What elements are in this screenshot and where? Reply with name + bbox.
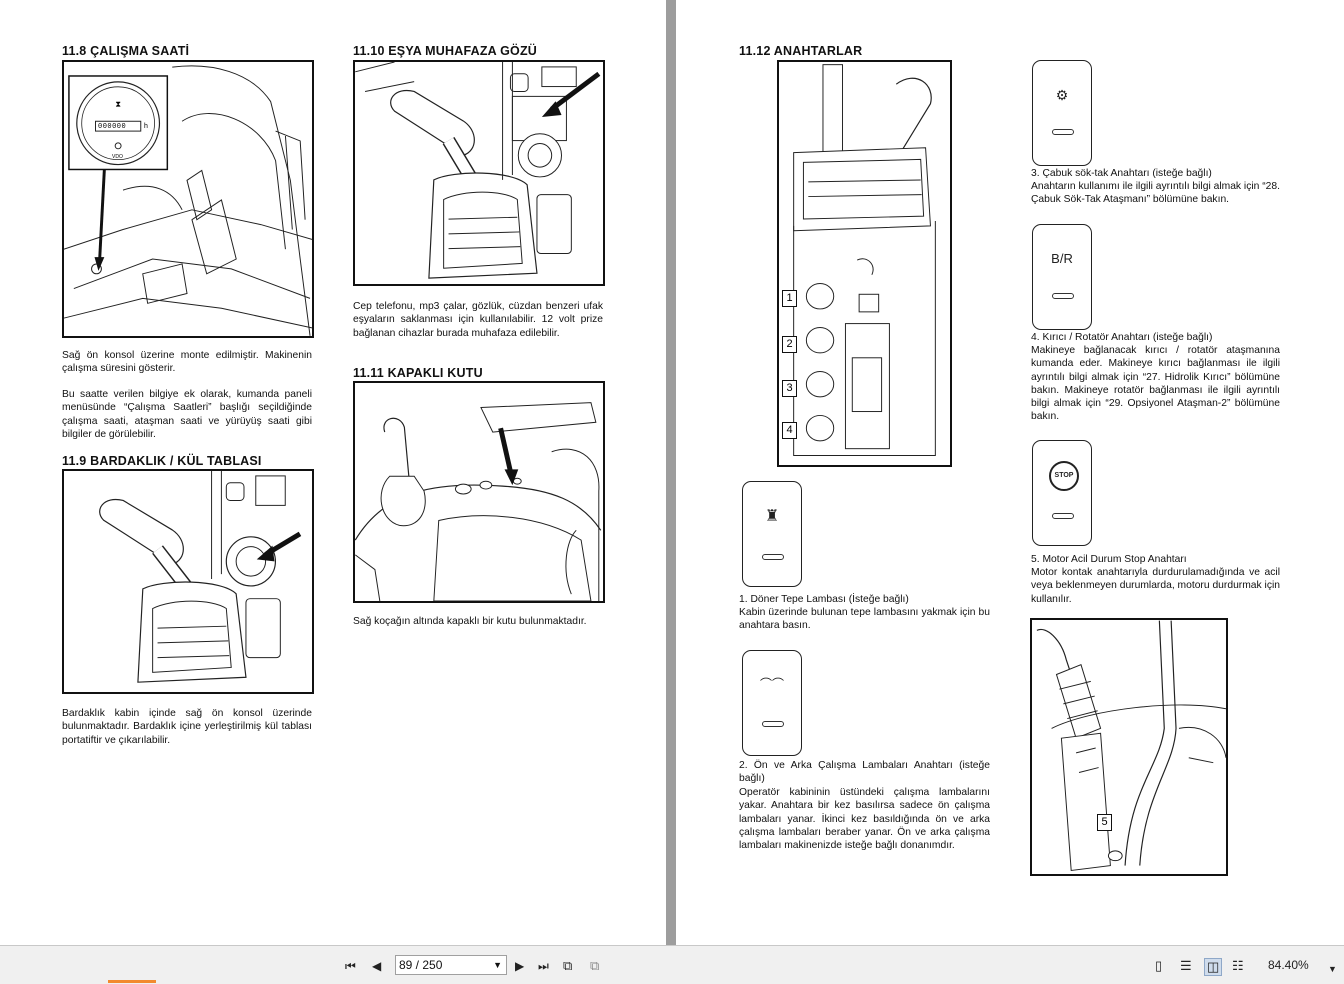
hour-meter-figure: ⧗ 000000 h VDO [62,60,314,338]
zoom-dropdown-icon[interactable]: ▼ [1328,964,1337,974]
progress-strip [108,980,156,983]
paragraph-11-10: Cep telefonu, mp3 çalar, gözlük, cüzdan … [353,301,603,339]
two-page-continuous-icon[interactable]: ☷ [1232,958,1244,973]
switch-panel-figure: 1 2 3 4 [777,60,952,467]
switch-indicator [1052,129,1074,135]
switch-5-title: 5. Motor Acil Durum Stop Anahtarı [1031,554,1187,565]
zoom-level[interactable]: 84.40% [1268,958,1309,972]
switch-2-title: 2. Ön ve Arka Çalışma Lambaları Anahtarı… [739,760,990,785]
work-lights-icon: ⌒⌒ [759,677,785,691]
switch-3-title: 3. Çabuk sök-tak Anahtarı (isteğe bağlı) [1031,168,1212,179]
switch-5-text: Motor kontak anahtarıyla durdurulamadığı… [1031,567,1280,605]
callout-1: 1 [782,290,797,307]
heading-11-8: 11.8 ÇALIŞMA SAATİ [62,44,190,58]
work-lights-switch: ⌒⌒ [742,650,802,756]
hour-meter-unit: h [144,123,148,130]
previous-page-button[interactable]: ◀ [372,959,382,973]
quick-coupler-icon: ⚙ [1055,87,1069,103]
stop-label: STOP [1049,461,1079,491]
page-number-field[interactable]: 89 / 250 ▼ [395,955,507,975]
beacon-switch: ♜ [742,481,802,587]
callout-5: 5 [1097,814,1112,831]
page-number-value: 89 / 250 [399,958,443,972]
document-page-right: 11.12 ANAHTARLAR 1 2 3 4 ♜ 1. Döner Tepe… [676,0,1344,945]
first-page-button[interactable]: ⏮ [345,959,356,973]
switch-indicator [1052,293,1074,299]
switch-2-text: Operatör kabininin üstündeki çalışma lam… [739,787,990,852]
breaker-rotator-switch: B/R [1032,224,1092,330]
go-forward-icon[interactable]: ⧉ [590,958,600,973]
emergency-stop-switch: STOP [1032,440,1092,546]
pdf-viewer-toolbar [0,945,1344,984]
heading-11-10: 11.10 EŞYA MUHAFAZA GÖZÜ [353,44,538,58]
callout-2: 2 [782,336,797,353]
continuous-view-icon[interactable]: ☰ [1180,958,1192,973]
switch-4-text: Makineye bağlanacak kırıcı / rotatör ata… [1031,345,1280,423]
breaker-rotator-label: B/R [1051,251,1073,266]
go-back-icon[interactable]: ⧉ [563,958,573,973]
paragraph-11-11: Sağ koçağın altında kapaklı bir kutu bul… [353,616,587,627]
switch-indicator [1052,513,1074,519]
paragraph-11-9: Bardaklık kabin içinde sağ ön konsol üze… [62,708,312,746]
quick-coupler-switch: ⚙ [1032,60,1092,166]
paragraph-11-8-b: Bu saatte verilen bilgiye ek olarak, kum… [62,389,312,440]
chevron-down-icon[interactable]: ▼ [493,960,502,970]
single-page-view-icon[interactable]: ▯ [1155,958,1163,973]
next-page-button[interactable]: ▶ [515,959,525,973]
document-page-left: 11.8 ÇALIŞMA SAATİ ⧗ 000000 h VDO Sağ ön… [0,0,666,945]
two-page-view-icon[interactable]: ◫ [1204,958,1223,976]
heading-11-11: 11.11 KAPAKLI KUTU [353,366,483,380]
callout-3: 3 [782,380,797,397]
hour-meter-brand: VDO [112,154,123,160]
switch-indicator [762,554,784,560]
switch-1-title: 1. Döner Tepe Lambası (İsteğe bağlı) [739,594,909,605]
switch-1-text: Kabin üzerinde bulunan tepe lambasını ya… [739,607,990,632]
callout-4: 4 [782,422,797,439]
emergency-stop-location-figure: 5 [1030,618,1228,876]
beacon-icon: ♜ [764,508,780,525]
hour-meter-digits: 000000 [98,123,127,131]
heading-11-12: 11.12 ANAHTARLAR [739,44,863,58]
switch-3-text: Anahtarın kullanımı ile ilgili ayrıntılı… [1031,181,1280,206]
cup-holder-figure [62,469,314,694]
last-page-button[interactable]: ⏭ [538,959,549,973]
paragraph-11-8-a: Sağ ön konsol üzerine monte edilmiştir. … [62,350,312,375]
heading-11-9: 11.9 BARDAKLIK / KÜL TABLASI [62,454,262,468]
switch-indicator [762,721,784,727]
switch-4-title: 4. Kırıcı / Rotatör Anahtarı (isteğe bağ… [1031,332,1213,343]
storage-compartment-figure [353,60,605,286]
lidded-box-figure [353,381,605,603]
svg-text:⧗: ⧗ [115,99,121,108]
